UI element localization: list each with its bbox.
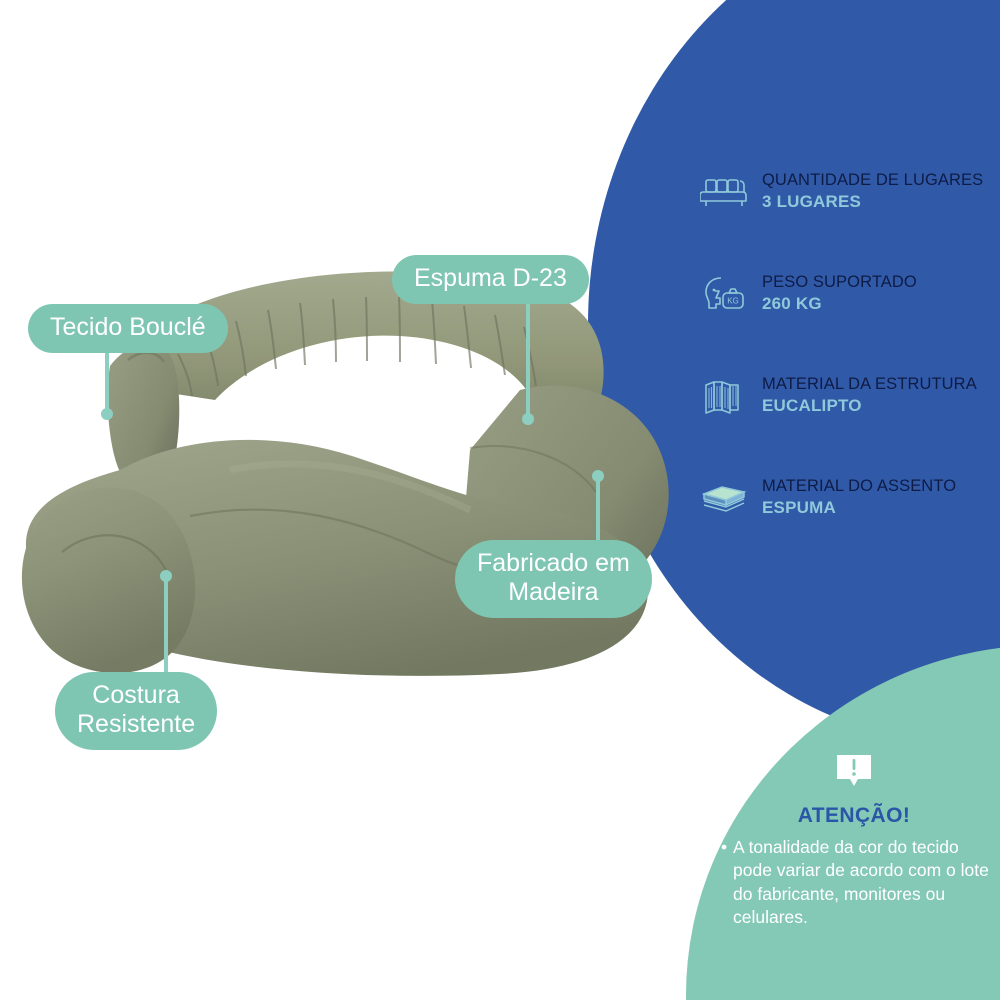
leader-dot-costura [160, 570, 172, 582]
spec-text-quantidade: QUANTIDADE DE LUGARES 3 LUGARES [756, 171, 1000, 213]
attention-block: ATENÇÃO! • A tonalidade da cor do tecido… [715, 752, 993, 930]
callout-tecido-boucle: Tecido Bouclé [28, 304, 228, 353]
leader-line-tecido [105, 352, 109, 414]
spec-row-material-do-assento: MATERIAL DO ASSENTO ESPUMA [700, 469, 1000, 527]
wood-planks-icon [700, 375, 756, 417]
leader-line-costura [164, 574, 168, 678]
warning-exclamation-icon [833, 752, 875, 792]
attention-body-text: A tonalidade da cor do tecido pode varia… [733, 837, 989, 928]
spec-row-material-da-estrutura: MATERIAL DA ESTRUTURA EUCALIPTO [700, 367, 1000, 425]
weight-kg-icon: KG [700, 273, 756, 315]
spec-label: MATERIAL DA ESTRUTURA [762, 375, 977, 394]
callout-costura-resistente: Costura Resistente [55, 672, 218, 750]
spec-text-peso: PESO SUPORTADO 260 KG [756, 273, 1000, 315]
spec-value: EUCALIPTO [762, 395, 862, 415]
leader-line-madeira [596, 474, 600, 546]
spec-row-quantidade-de-lugares: QUANTIDADE DE LUGARES 3 LUGARES [700, 163, 1000, 221]
svg-text:KG: KG [727, 297, 739, 306]
sofa-icon [700, 172, 756, 212]
bullet-marker: • [721, 837, 728, 857]
spec-row-peso-suportado: KG PESO SUPORTADO 260 KG [700, 265, 1000, 323]
spec-text-estrutura: MATERIAL DA ESTRUTURA EUCALIPTO [756, 375, 1000, 417]
attention-title: ATENÇÃO! [797, 804, 911, 827]
spec-label: QUANTIDADE DE LUGARES [762, 171, 984, 190]
leader-dot-espuma [522, 413, 534, 425]
callout-fabricado-em-madeira: Fabricado em Madeira [455, 540, 652, 618]
spec-label: PESO SUPORTADO [762, 273, 917, 292]
specification-list: QUANTIDADE DE LUGARES 3 LUGARES KG PESO … [700, 163, 1000, 571]
spec-value: 3 LUGARES [762, 191, 862, 211]
leader-dot-tecido [101, 408, 113, 420]
spec-text-assento: MATERIAL DO ASSENTO ESPUMA [756, 477, 1000, 519]
attention-body: • A tonalidade da cor do tecido pode var… [715, 836, 993, 930]
spec-value: ESPUMA [762, 497, 836, 517]
leader-dot-madeira [592, 470, 604, 482]
callout-espuma-d23: Espuma D-23 [392, 255, 589, 304]
leader-line-espuma [526, 300, 530, 420]
spec-label: MATERIAL DO ASSENTO [762, 477, 957, 496]
foam-layers-icon [700, 478, 756, 518]
spec-value: 260 KG [762, 293, 822, 313]
